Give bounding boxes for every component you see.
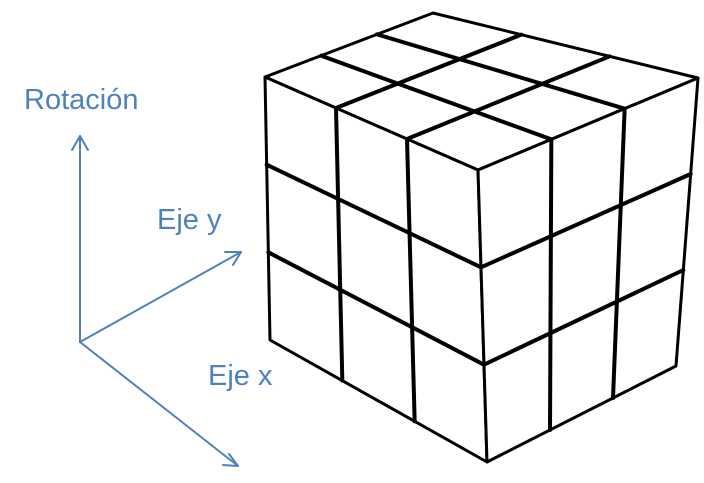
front-grid-line bbox=[334, 106, 345, 383]
right-grid-line bbox=[479, 172, 693, 270]
front-grid-line bbox=[266, 250, 486, 367]
top-grid-line bbox=[319, 53, 554, 142]
x-axis-line bbox=[79, 341, 239, 467]
rotation-axis-arrowhead bbox=[71, 135, 89, 151]
top-grid-line bbox=[405, 54, 612, 141]
rotation-label: Rotación bbox=[24, 84, 139, 116]
front-grid-line bbox=[405, 137, 417, 424]
x-axis-arrowhead bbox=[222, 453, 239, 467]
right-grid-line bbox=[611, 106, 627, 400]
x-axis-label: Eje x bbox=[208, 360, 273, 392]
front-grid-line bbox=[264, 162, 483, 270]
right-grid-line bbox=[548, 137, 554, 432]
y-axis-line bbox=[79, 251, 242, 343]
y-axis-label: Eje y bbox=[157, 204, 222, 236]
coordinate-axes bbox=[71, 135, 242, 467]
top-grid-line bbox=[334, 32, 524, 110]
y-axis-arrowhead bbox=[224, 251, 242, 266]
right-grid-line bbox=[482, 268, 686, 367]
top-grid-line bbox=[375, 32, 627, 111]
rubiks-cube bbox=[263, 11, 700, 464]
